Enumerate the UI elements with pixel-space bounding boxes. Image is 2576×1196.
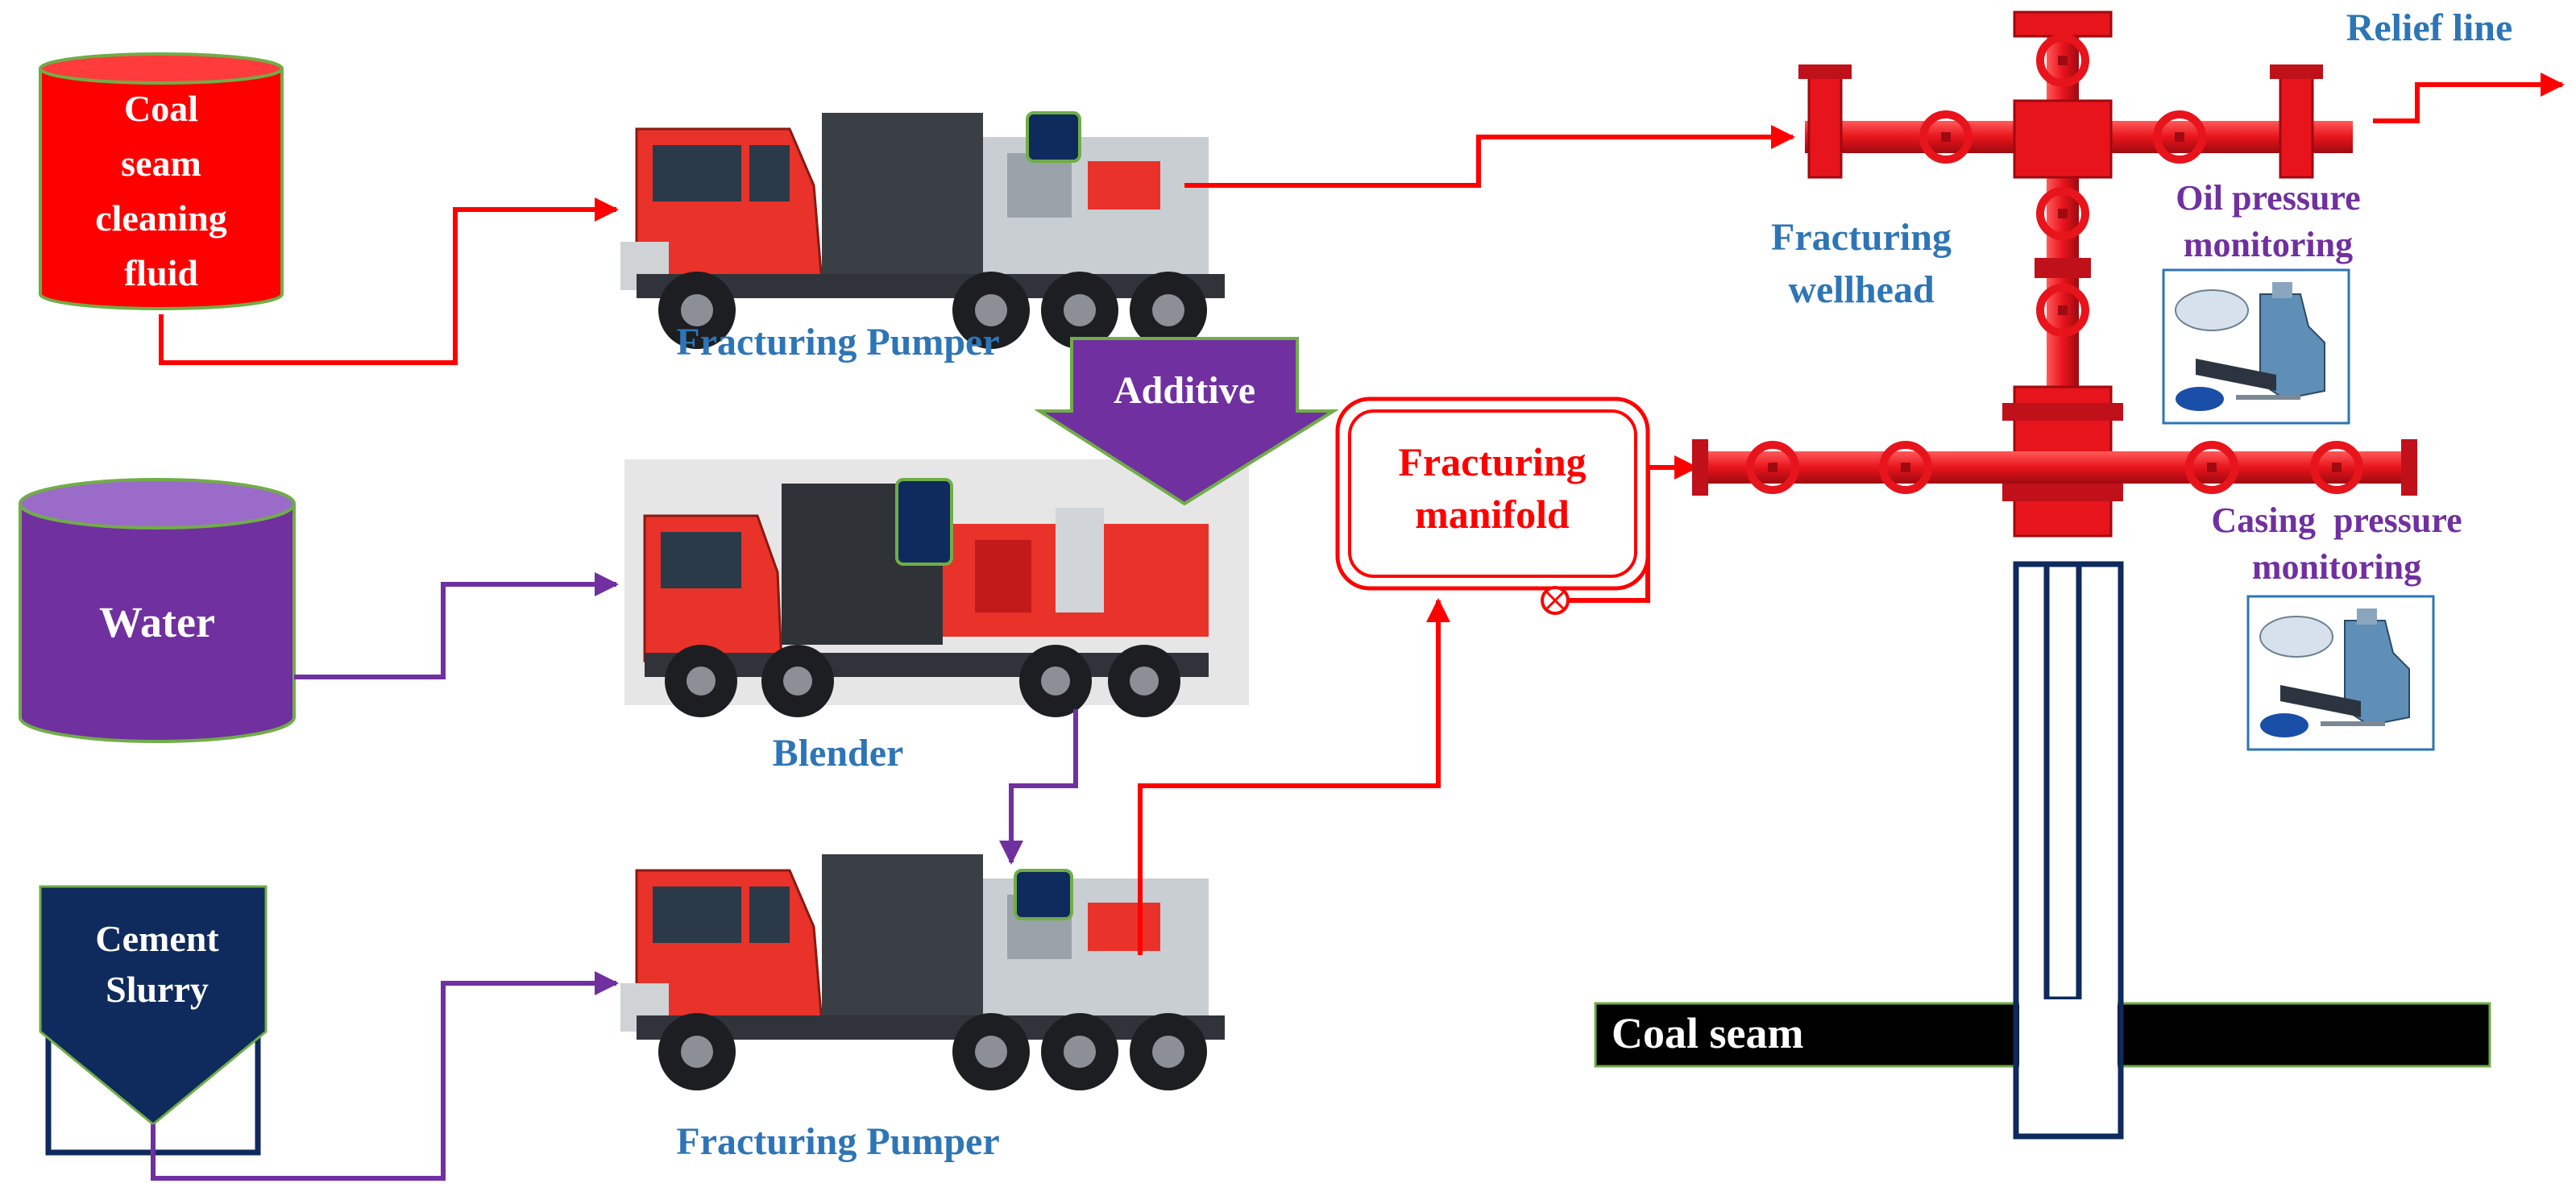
- casing-pressure-gauge-image: [2246, 595, 2435, 751]
- fracturing-pumper-truck-bottom: [619, 853, 1226, 1092]
- coal-seam: Coal seam: [1594, 999, 2491, 1072]
- coal-fluid-label-line-1: Coal: [124, 88, 198, 129]
- coal-fluid-label-line-4: fluid: [124, 252, 198, 293]
- blender-truck: [624, 459, 1249, 717]
- wellhead-label-line-2: wellhead: [1788, 268, 1935, 311]
- purple-flow-lines: [151, 572, 1078, 1181]
- fracturing-wellhead: [1692, 10, 2417, 538]
- cement-to-pumper-line: [151, 971, 619, 1181]
- cement-label-line-1: Cement: [95, 918, 219, 959]
- coal-seam-label: Coal seam: [1612, 1009, 1803, 1057]
- water-label: Water: [99, 598, 215, 646]
- oil-pressure-gauge-image: [2162, 268, 2350, 425]
- casing-pressure-label-line-2: monitoring: [2252, 547, 2421, 587]
- manifold-label-line-2: manifold: [1415, 492, 1570, 537]
- fracturing-manifold: Fracturing manifold: [1335, 397, 1650, 615]
- blender-label: Blender: [773, 732, 904, 774]
- additive-label: Additive: [1114, 369, 1255, 412]
- blender-to-pumper-line: [999, 709, 1078, 865]
- fracturing-pumper-truck-top: [619, 111, 1226, 351]
- water-tank: Water: [19, 478, 296, 743]
- manifold-label-line-1: Fracturing: [1398, 439, 1586, 484]
- wellhead-label-line-1: Fracturing: [1771, 216, 1952, 259]
- pumper-to-wellhead-line: [1184, 125, 1795, 188]
- coal-fluid-label-line-2: seam: [121, 143, 201, 184]
- additive-arrow: Additive: [1034, 337, 1340, 506]
- casing-pressure-label-line-1: Casing pressure: [2211, 500, 2462, 540]
- relief-line-label: Relief line: [2346, 6, 2513, 49]
- water-to-blender-line: [294, 572, 619, 679]
- oil-pressure-label-line-1: Oil pressure: [2176, 178, 2360, 218]
- fracturing-pumper-top-label: Fracturing Pumper: [676, 321, 999, 363]
- red-flow-lines: [159, 73, 2565, 955]
- coal-fluid-label-line-3: cleaning: [95, 197, 227, 239]
- cement-slurry-hopper: Cement Slurry: [39, 885, 268, 1156]
- relief-line: [2373, 73, 2565, 123]
- pumper-to-manifold-line: [1138, 598, 1450, 955]
- cement-label-line-2: Slurry: [106, 969, 209, 1010]
- coal-fluid-to-pumper-line: [159, 197, 619, 365]
- fracturing-pumper-bottom-label: Fracturing Pumper: [676, 1120, 999, 1163]
- coal-fluid-tank: Coal seam cleaning fluid: [39, 52, 284, 310]
- oil-pressure-label-line-2: monitoring: [2184, 225, 2353, 264]
